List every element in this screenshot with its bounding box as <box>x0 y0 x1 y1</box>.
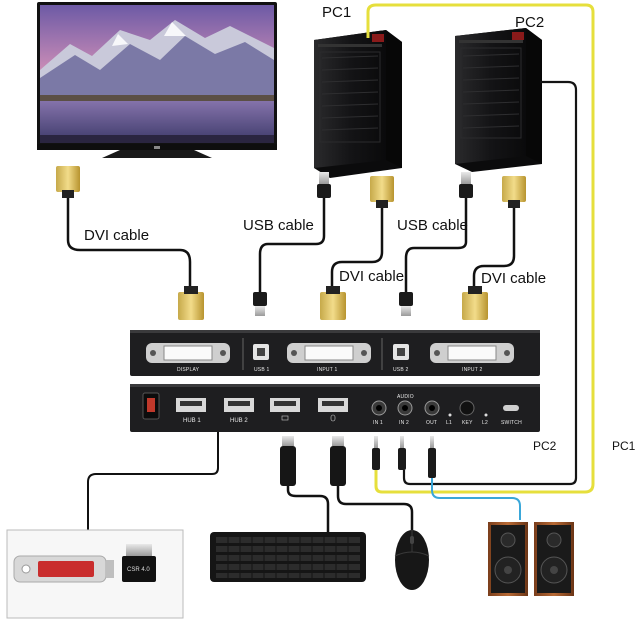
pc1-cable-label: PC1 <box>612 439 636 453</box>
usb-flash-drive-box <box>6 529 184 619</box>
mouse-icon <box>394 530 430 590</box>
port-label-input1: INPUT 1 <box>317 367 338 373</box>
pc2-cable-black <box>402 80 578 486</box>
usb-cable-label: USB cable <box>397 217 468 234</box>
dvi-cable-pc1 <box>330 206 384 292</box>
dvi-cable-monitor <box>66 196 192 292</box>
pc1-cable-yellow <box>366 3 595 494</box>
port-label-input2: INPUT 2 <box>462 367 483 373</box>
dvi-plug-icon <box>56 166 526 320</box>
usb-cable-label: USB cable <box>243 217 314 234</box>
usb-plug-icon <box>280 436 346 486</box>
key-button <box>459 400 475 416</box>
port-label-out: OUT <box>426 420 438 426</box>
hub1-cable <box>87 432 219 530</box>
port-label-display: DISPLAY <box>177 367 200 373</box>
pc2-cable-label: PC2 <box>533 439 557 453</box>
kvm-front-panel <box>130 384 540 432</box>
pc1-tower <box>314 30 402 178</box>
dvi-port-input1 <box>287 343 371 363</box>
dvi-port-input2 <box>430 343 514 363</box>
usb-cable-pc1 <box>258 198 326 294</box>
switch-label: SWITCH <box>501 420 522 426</box>
usb-plug-icon <box>253 172 473 316</box>
port-label-in1: IN 1 <box>373 420 383 426</box>
pc1-label: PC1 <box>322 4 352 21</box>
bluetooth-dongle-icon <box>122 544 156 582</box>
dvi-cable-label: DVI cable <box>481 270 547 287</box>
keyboard-cable <box>286 486 330 532</box>
pc2-label: PC2 <box>515 14 545 31</box>
dvi-cable-label: DVI cable <box>339 268 405 285</box>
kvm-back-panel <box>130 330 540 376</box>
port-label-hub1: HUB 1 <box>183 418 201 424</box>
port-label-usb1: USB 1 <box>254 367 270 373</box>
dvi-port-display <box>146 343 230 363</box>
mouse-cable <box>336 486 414 530</box>
monitor <box>37 2 277 158</box>
led-label-l2: L2 <box>482 420 488 426</box>
audio-plug-icon <box>372 436 436 478</box>
usb-cable-pc2 <box>404 198 468 294</box>
led-label-l1: L1 <box>446 420 452 426</box>
port-label-hub2: HUB 2 <box>230 418 248 424</box>
switch-port <box>503 405 519 411</box>
port-label-usb2: USB 2 <box>393 367 409 373</box>
audio-label: AUDIO <box>397 394 414 400</box>
dvi-cable-pc2 <box>472 206 516 292</box>
audio-cable-blue <box>431 478 521 520</box>
port-label-in2: IN 2 <box>399 420 409 426</box>
dvi-cable-label: DVI cable <box>84 227 150 244</box>
dongle-label: CSR 4.0 <box>127 567 150 573</box>
keyboard-icon <box>210 532 366 582</box>
speakers-icon <box>488 522 574 596</box>
key-label: KEY <box>462 420 473 426</box>
pc2-tower <box>455 28 542 172</box>
